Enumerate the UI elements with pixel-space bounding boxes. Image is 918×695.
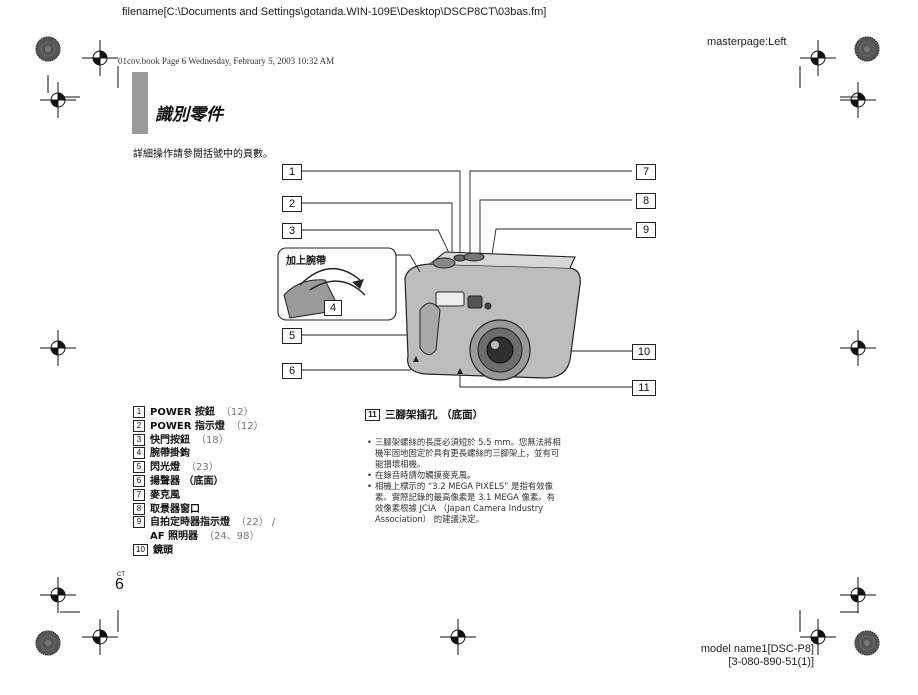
notes-list: 三腳架螺絲的長度必須短於 5.5 mm。您無法將相機牢固地固定於具有更長螺絲的三…	[367, 437, 563, 525]
callout-6: 6	[282, 363, 302, 379]
callout-10: 10	[632, 344, 656, 360]
callout-1: 1	[282, 164, 302, 180]
print-info-line: 01cov.book Page 6 Wednesday, February 5,…	[118, 56, 335, 66]
footer-model: model name1[DSC-P8]	[700, 643, 814, 655]
list-item: 在錄音時請勿觸摸麥克風。	[367, 470, 563, 481]
list-item: 相機上標示的 “3.2 MEGA PIXELS” 是指有效像素。實際記錄的最高像…	[367, 481, 563, 525]
callout-8: 8	[636, 193, 656, 209]
camera-diagram	[277, 170, 632, 388]
callout-5: 5	[282, 328, 302, 344]
section-tab-bar	[132, 72, 148, 134]
language-code: CT	[117, 572, 125, 578]
callout-2: 2	[282, 196, 302, 212]
strap-inset-label: 加上腕帶	[286, 256, 326, 267]
callout-7: 7	[636, 164, 656, 180]
intro-text: 詳細操作請參閱括號中的頁數。	[133, 149, 273, 160]
filename-header: filename[C:\Documents and Settings\gotan…	[122, 6, 547, 18]
masterpage-label: masterpage:Left	[707, 36, 787, 48]
page-number: 6	[115, 576, 124, 593]
callout-4: 4	[324, 300, 342, 316]
callout-9: 9	[636, 222, 656, 238]
footer-code: [3-080-890-51(1)]	[728, 656, 814, 668]
list-item: 三腳架螺絲的長度必須短於 5.5 mm。您無法將相機牢固地固定於具有更長螺絲的三…	[367, 437, 563, 470]
list-item: AF 照明器（24、98）	[150, 531, 260, 543]
callout-11: 11	[632, 380, 656, 396]
callout-3: 3	[282, 223, 302, 239]
page-title: 識別零件	[155, 105, 223, 125]
